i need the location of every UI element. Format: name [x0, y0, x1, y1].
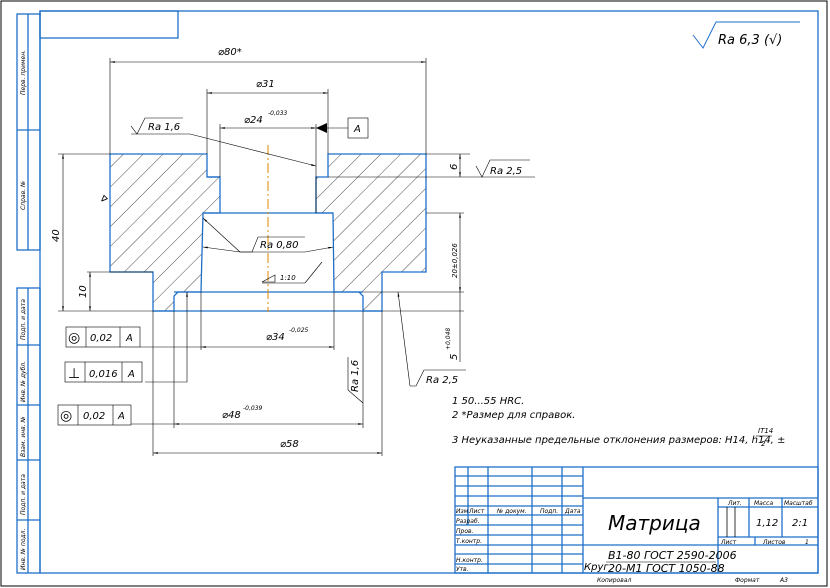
- dim-d24-tol: -0,033: [268, 110, 288, 117]
- stamp-label: Перв. примен.: [20, 50, 27, 95]
- tb-header: Изм: [456, 508, 469, 515]
- roughness-ra16-bottom: Ra 1,6: [350, 360, 361, 392]
- tb-format-label: Формат: [735, 577, 760, 584]
- stamp-label: Взам. инв. №: [20, 416, 27, 457]
- dim-h6: 6: [449, 164, 460, 170]
- concentricity-icon: ◎: [60, 408, 72, 424]
- tb-sheet-label: Лист: [720, 539, 737, 546]
- technical-notes: 1 50...55 HRC. 2 *Размер для справок. 3 …: [452, 396, 785, 448]
- note: 1 50...55 HRC.: [452, 396, 524, 407]
- dim-h20: 20±0,026: [451, 243, 459, 278]
- tb-material-top: B1-80 ГОСТ 2590-2006: [608, 549, 737, 562]
- dim-d48-tol: -0,039: [243, 405, 263, 412]
- tb-scale-label: Масштаб: [784, 500, 813, 507]
- tb-mass-label: Масса: [754, 500, 773, 507]
- left-stamp-strip: Перв. примен. Справ. № Подп. и дата Инв.…: [16, 13, 41, 574]
- note-fraction-denominator: 2: [761, 440, 766, 448]
- top-left-box: [39, 10, 179, 39]
- tolerance-value: 0,016: [89, 369, 118, 380]
- tb-material-bottom: 20-M1 ГОСТ 1050-88: [608, 562, 725, 575]
- tb-role: Пров.: [456, 528, 474, 535]
- dim-d80: ⌀80*: [218, 47, 242, 58]
- stamp-label: Подп. и дата: [20, 474, 27, 515]
- general-roughness: Ra 6,3 (√): [692, 21, 800, 49]
- tb-sheets-label: Листов: [762, 539, 786, 546]
- tb-copied-label: Копировал: [597, 577, 631, 584]
- roughness-ra080: Ra 0,80: [260, 240, 299, 251]
- drawing-title: Матрица: [608, 511, 701, 535]
- tolerance-value: 0,02: [90, 333, 112, 344]
- tb-mass: 1,12: [756, 518, 778, 529]
- dim-d24: ⌀24: [244, 115, 263, 126]
- tolerance-datum: A: [117, 411, 125, 422]
- perpendicularity-icon: ⊥: [68, 366, 80, 382]
- tolerance-mark-icon: ⊲: [97, 192, 111, 206]
- note: 3 Неуказанные предельные отклонения разм…: [452, 435, 785, 446]
- tb-role: Утв.: [456, 566, 469, 573]
- tolerance-datum: A: [127, 369, 135, 380]
- dim-d34: ⌀34: [266, 332, 285, 343]
- datum-box: [347, 117, 369, 139]
- dim-h5-tol: +0,048: [445, 328, 452, 350]
- tb-role: Разраб.: [456, 518, 480, 525]
- dim-d58: ⌀58: [280, 439, 299, 450]
- note: 2 *Размер для справок.: [452, 410, 575, 421]
- tb-sheets: 1: [805, 539, 809, 546]
- dim-h40: 40: [51, 229, 62, 242]
- tb-header: Лист: [468, 508, 485, 515]
- tolerance-datum: A: [125, 333, 133, 344]
- roughness-ra25-bottom: Ra 2,5: [426, 375, 458, 386]
- tb-role: Н.контр.: [456, 557, 483, 564]
- part-section: [109, 145, 427, 312]
- tb-header: № докум.: [496, 508, 527, 515]
- tolerance-value: 0,02: [83, 411, 105, 422]
- dim-d48: ⌀48: [222, 410, 241, 421]
- tb-material-prefix: Круг: [584, 562, 609, 573]
- tb-scale: 2:1: [792, 518, 808, 529]
- title-block: Изм Лист № докум. Подп. Дата Разраб. Про…: [454, 466, 819, 584]
- taper-label: 1:10: [280, 274, 296, 282]
- stamp-label: Подп. и дата: [20, 299, 27, 340]
- datum-label: A: [353, 124, 361, 135]
- dim-d34-tol: -0,025: [289, 327, 309, 334]
- roughness-general-text: Ra 6,3 (√): [718, 33, 782, 48]
- tb-header: Дата: [564, 508, 581, 515]
- roughness-ra16-top: Ra 1,6: [148, 122, 180, 133]
- note-fraction-numerator: IT14: [758, 427, 773, 435]
- concentricity-icon: ◎: [68, 330, 80, 346]
- roughness-ra25-top: Ra 2,5: [490, 166, 522, 177]
- tb-format: A3: [779, 577, 788, 584]
- dim-h5: 5: [449, 354, 460, 360]
- tolerance-frame: ◎ 0,02 A: [57, 404, 174, 426]
- tb-header: Подп.: [540, 508, 558, 515]
- tolerance-frame: ◎ 0,02 A: [65, 326, 201, 348]
- tb-role: Т.контр.: [456, 538, 482, 545]
- stamp-label: Справ. №: [20, 181, 27, 210]
- dim-d31: ⌀31: [256, 79, 275, 90]
- tolerance-frame: ⊥ 0,016 A: [64, 292, 188, 383]
- tb-lit-label: Лит.: [727, 500, 742, 507]
- stamp-label: Инв. № дубл.: [20, 361, 27, 402]
- stamp-label: Инв. № подл.: [20, 529, 27, 570]
- dim-h10: 10: [78, 285, 89, 298]
